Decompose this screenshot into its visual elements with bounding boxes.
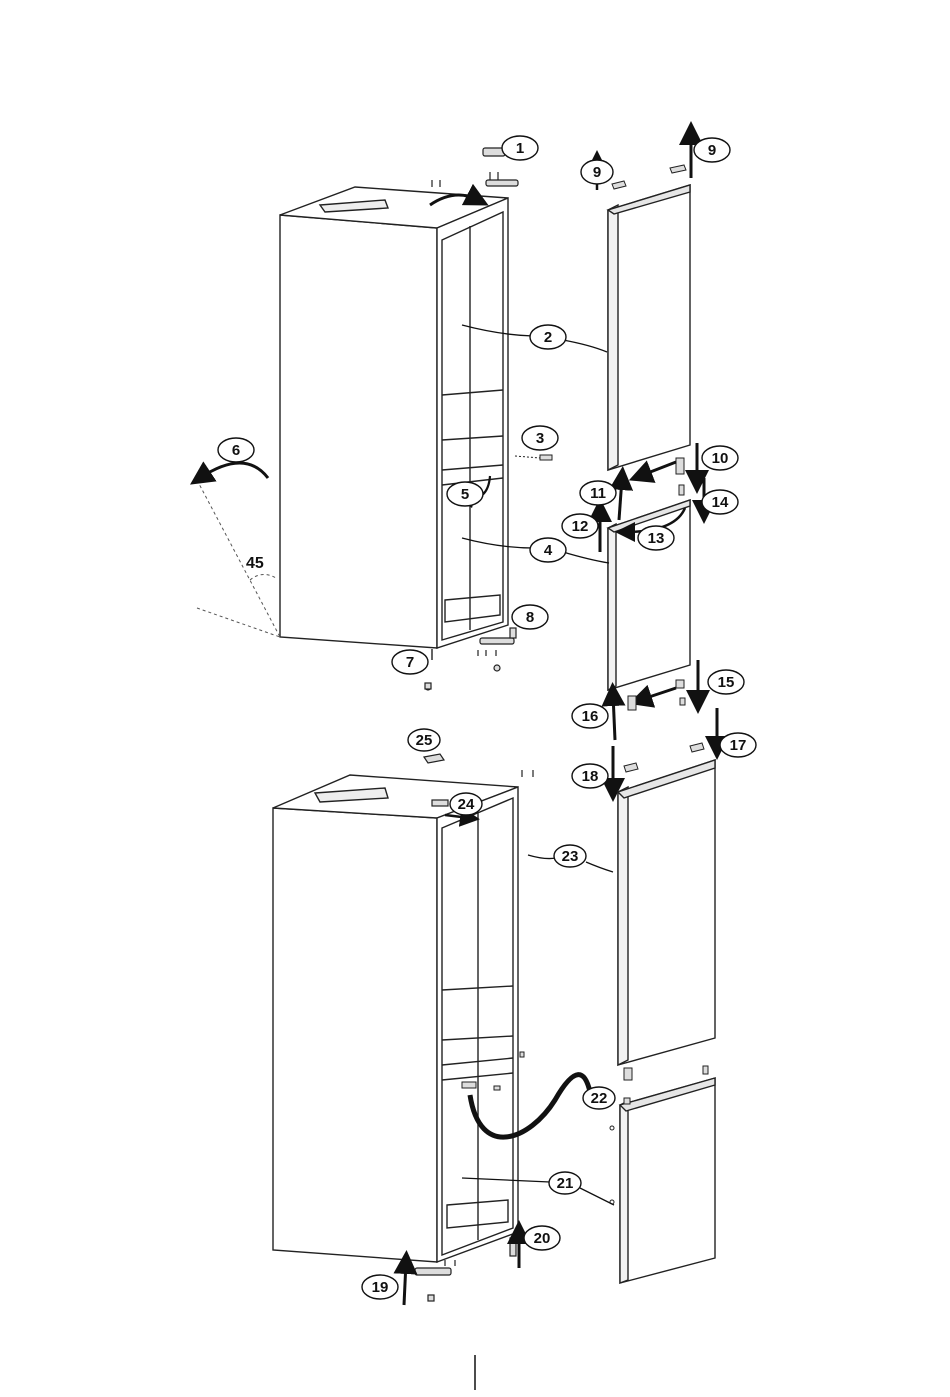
callout-13: 13	[638, 526, 674, 550]
callout-2: 2	[530, 325, 566, 349]
callout-10: 10	[702, 446, 738, 470]
svg-text:8: 8	[526, 609, 534, 626]
callout-19: 19	[362, 1275, 398, 1299]
callout-24: 24	[450, 793, 482, 815]
svg-text:11: 11	[590, 485, 606, 502]
callout-9-left: 9	[581, 160, 613, 184]
tilt-angle-guide	[197, 480, 280, 637]
callout-9-right: 9	[694, 138, 730, 162]
callout-23: 23	[554, 845, 586, 867]
svg-text:14: 14	[712, 494, 729, 511]
callout-8: 8	[512, 605, 548, 629]
svg-text:21: 21	[557, 1175, 574, 1192]
top-fridge-cabinet	[280, 187, 508, 648]
callout-7: 7	[392, 650, 428, 674]
svg-text:9: 9	[593, 164, 601, 181]
arrow-16	[613, 694, 615, 740]
callout-4: 4	[530, 538, 566, 562]
svg-text:3: 3	[536, 430, 544, 447]
callout-25: 25	[408, 729, 440, 751]
arrow-19	[404, 1262, 406, 1305]
tilt-arrow	[200, 463, 268, 478]
callout-18: 18	[572, 764, 608, 788]
callout-16: 16	[572, 704, 608, 728]
angle-label: 45	[246, 555, 264, 572]
svg-text:9: 9	[708, 142, 716, 159]
svg-text:15: 15	[718, 674, 735, 691]
callout-6: 6	[218, 438, 254, 462]
bottom-upper-door	[618, 760, 715, 1065]
callout-1: 1	[502, 136, 538, 160]
svg-text:7: 7	[406, 654, 414, 671]
callout-14: 14	[702, 490, 738, 514]
callout-5: 5	[447, 482, 483, 506]
svg-text:4: 4	[544, 542, 553, 559]
arrow-lower-pin	[640, 688, 676, 700]
callout-3: 3	[522, 426, 558, 450]
arrow-11	[619, 478, 622, 520]
bottom-fridge-cabinet	[273, 775, 518, 1262]
svg-text:10: 10	[712, 450, 729, 467]
svg-text:23: 23	[562, 848, 579, 865]
svg-text:12: 12	[572, 518, 589, 535]
arrow-door-pin	[640, 462, 676, 476]
svg-text:2: 2	[544, 329, 552, 346]
svg-text:6: 6	[232, 442, 240, 459]
svg-text:1: 1	[516, 140, 524, 157]
callout-11: 11	[580, 481, 616, 505]
svg-text:16: 16	[582, 708, 599, 725]
callout-12: 12	[562, 514, 598, 538]
callout-15: 15	[708, 670, 744, 694]
svg-text:22: 22	[591, 1090, 608, 1107]
middle-hinge-bracket	[515, 455, 552, 460]
callout-21: 21	[549, 1172, 581, 1194]
top-upper-door	[608, 185, 690, 470]
callout-20: 20	[524, 1226, 560, 1250]
bottom-lower-door	[620, 1078, 715, 1283]
svg-text:20: 20	[534, 1230, 551, 1247]
svg-text:25: 25	[416, 732, 433, 749]
svg-text:13: 13	[648, 530, 665, 547]
svg-text:18: 18	[582, 768, 599, 785]
svg-text:19: 19	[372, 1279, 389, 1296]
svg-text:5: 5	[461, 486, 469, 503]
callout-22: 22	[583, 1087, 615, 1109]
svg-text:24: 24	[458, 796, 475, 813]
svg-text:17: 17	[730, 737, 747, 754]
callout-17: 17	[720, 733, 756, 757]
